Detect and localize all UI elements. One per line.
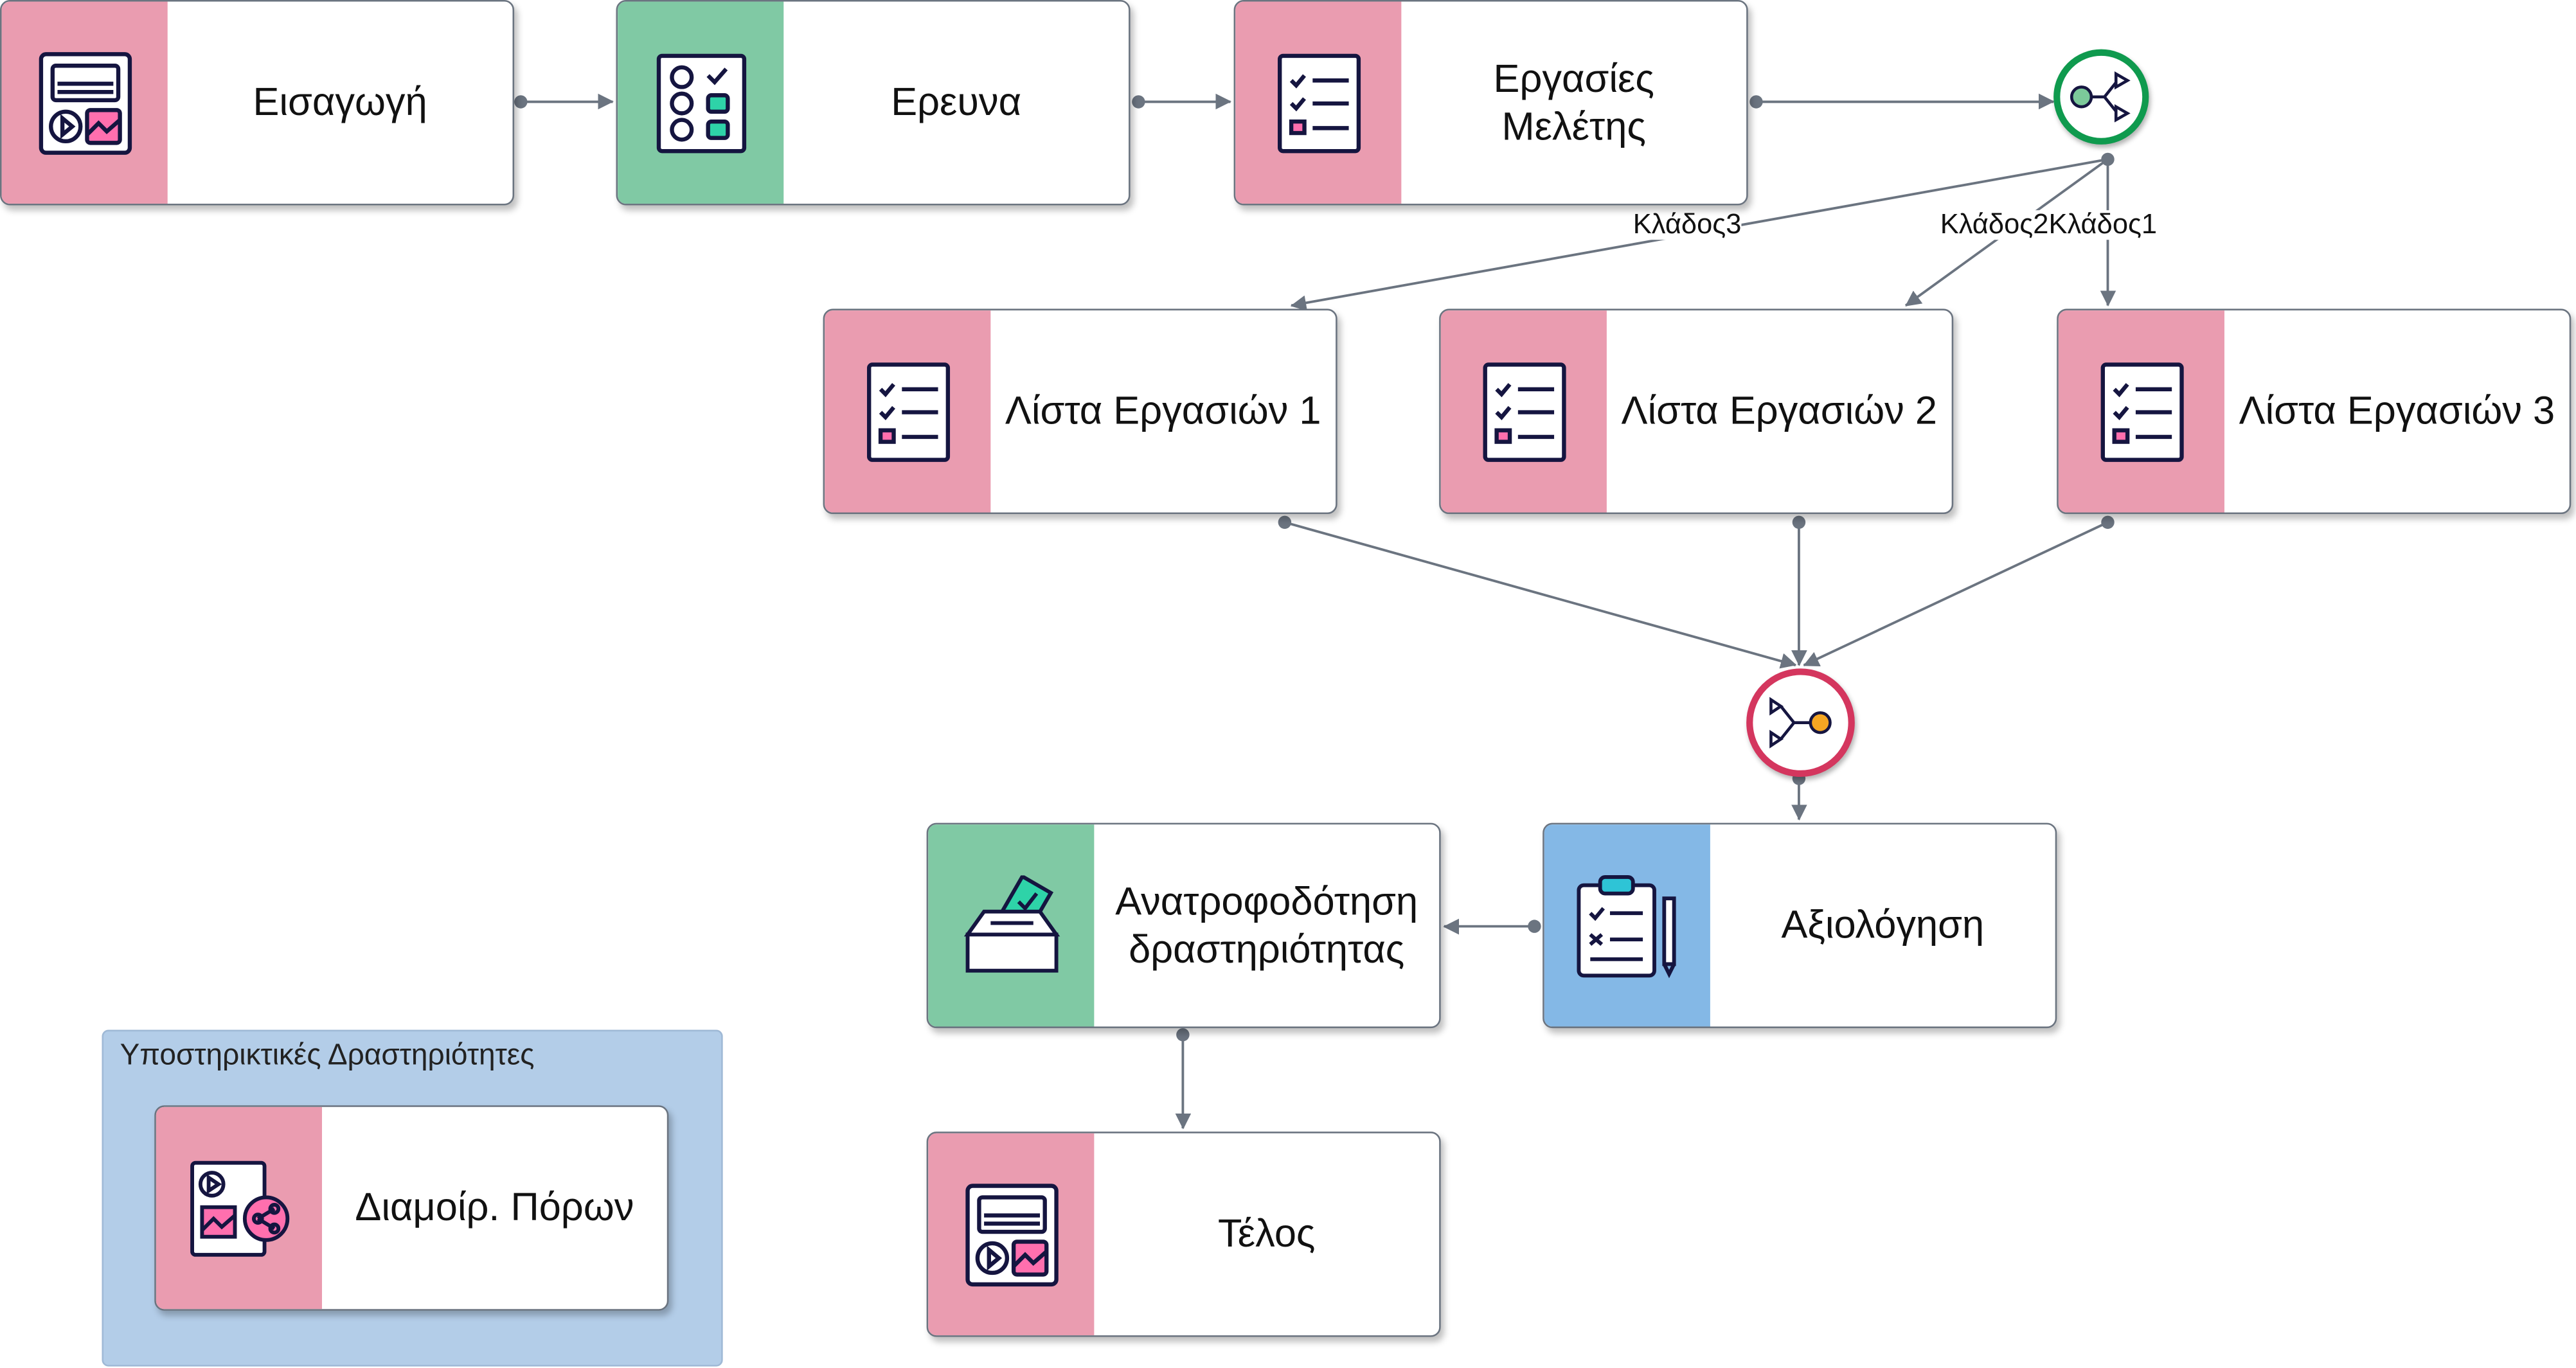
edge-list3-join <box>1804 521 2109 665</box>
survey-icon <box>656 53 746 153</box>
media-layout-icon <box>965 1183 1058 1286</box>
clipboard-icon <box>1576 874 1676 978</box>
node-label: Αξιολόγηση <box>1781 903 1985 948</box>
node-label: Ερευνα <box>891 80 1022 125</box>
checklist-icon <box>2100 361 2183 461</box>
edge-label-branch2: Κλάδος2 <box>1940 210 2049 240</box>
node-task-list-2[interactable]: Λίστα Εργασιών 2 <box>1439 308 1954 515</box>
node-study-tasks[interactable]: Εργασίες Μελέτης <box>1233 0 1748 206</box>
edge-label-branch3: Κλάδος3 <box>1632 208 1742 240</box>
edge-list1-join <box>1284 520 1796 665</box>
node-label: Λίστα Εργασιών 2 <box>1621 389 1938 434</box>
node-label: Λίστα Εργασιών 3 <box>2239 389 2555 434</box>
node-label: Εργασίες Μελέτης <box>1493 57 1654 149</box>
node-label: Διαμοίρ. Πόρων <box>355 1186 634 1230</box>
media-layout-icon <box>38 51 131 154</box>
node-label: Ανατροφοδότηση δραστηριότητας <box>1115 879 1418 972</box>
edge-label-branch1: Κλάδος1 <box>2048 208 2158 240</box>
node-end[interactable]: Τέλος <box>926 1132 1441 1337</box>
split-icon <box>2070 71 2131 123</box>
join-gateway[interactable] <box>1746 668 1855 777</box>
node-task-list-1[interactable]: Λίστα Εργασιών 1 <box>823 308 1337 515</box>
ballot-box-icon <box>963 875 1060 972</box>
merge-icon <box>1769 697 1832 749</box>
node-label: Λίστα Εργασιών 1 <box>1005 389 1321 434</box>
checklist-icon <box>1482 361 1566 461</box>
checklist-icon <box>1276 53 1360 153</box>
node-intro[interactable]: Εισαγωγή <box>0 0 515 206</box>
node-feedback[interactable]: Ανατροφοδότηση δραστηριότητας <box>926 822 1441 1029</box>
share-media-icon <box>189 1160 289 1256</box>
checklist-icon <box>866 361 949 461</box>
node-label: Εισαγωγή <box>253 80 427 125</box>
node-label: Τέλος <box>1217 1212 1316 1257</box>
node-research[interactable]: Ερευνα <box>616 0 1131 206</box>
group-title: Υποστηρικτικές Δραστηριότητες <box>120 1038 535 1071</box>
split-gateway[interactable] <box>2053 49 2149 145</box>
node-task-list-3[interactable]: Λίστα Εργασιών 3 <box>2057 308 2572 515</box>
node-evaluation[interactable]: Αξιολόγηση <box>1543 822 2057 1029</box>
node-resources[interactable]: Διαμοίρ. Πόρων <box>154 1105 669 1311</box>
